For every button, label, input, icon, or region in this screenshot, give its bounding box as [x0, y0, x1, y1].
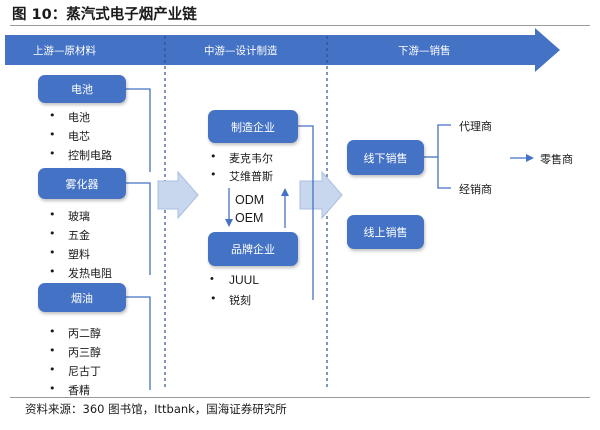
eliquid-item: 香精 [49, 382, 90, 398]
offline-sales-box: 线下销售 [347, 140, 424, 175]
manufacturer-box: 制造企业 [208, 110, 298, 143]
manufacturer-item: 艾维普斯 [210, 168, 273, 184]
agent-label: 代理商 [459, 120, 492, 133]
oem-label: OEM [235, 211, 264, 225]
eliquid-bracket [126, 296, 151, 390]
brand-item: JUUL [210, 273, 259, 287]
brand-item: 锐刻 [210, 292, 251, 308]
stage-label-midstream: 中游—设计制造 [204, 45, 278, 57]
stage-banner-arrow [5, 28, 560, 72]
oem-up-arrow-head [281, 188, 289, 196]
flow-arrow-mid-to-down [299, 170, 343, 220]
bottom-rule [10, 397, 590, 398]
battery-item: 电池 [49, 109, 90, 125]
stage-label-upstream: 上游—原材料 [33, 45, 96, 57]
brand-box: 品牌企业 [208, 232, 298, 266]
battery-box: 电池 [38, 75, 126, 103]
atomizer-bracket [126, 182, 151, 275]
eliquid-item: 丙三醇 [49, 344, 101, 360]
battery-item: 电芯 [49, 128, 90, 144]
atomizer-item: 玻璃 [49, 208, 90, 224]
figure-title: 图 10：蒸汽式电子烟产业链 [12, 7, 197, 23]
battery-bracket [126, 88, 151, 172]
source-note: 资料来源：360 图书馆，Ittbank，国海证券研究所 [25, 402, 287, 416]
flow-arrow-up-to-mid [157, 170, 199, 220]
stage-label-downstream: 下游—销售 [398, 45, 451, 57]
odm-label: ODM [235, 193, 265, 207]
eliquid-item: 丙二醇 [49, 325, 101, 341]
battery-item: 控制电路 [49, 147, 112, 163]
retail-arrow-head [526, 154, 534, 162]
atomizer-item: 塑料 [49, 246, 90, 262]
odm-down-arrow-head [225, 219, 233, 227]
atomizer-item: 五金 [49, 227, 90, 243]
eliquid-box: 烟油 [38, 283, 126, 312]
manufacturer-item: 麦克韦尔 [210, 150, 273, 166]
retailer-label: 零售商 [540, 153, 573, 166]
atomizer-item: 发热电阻 [49, 265, 112, 281]
atomizer-box: 雾化器 [38, 168, 126, 199]
distributor-label: 经销商 [459, 183, 492, 196]
online-sales-box: 线上销售 [347, 215, 424, 249]
midstream-bracket [298, 125, 314, 300]
eliquid-item: 尼古丁 [49, 363, 101, 379]
title-rule [10, 25, 590, 26]
offline-bracket [437, 124, 451, 189]
